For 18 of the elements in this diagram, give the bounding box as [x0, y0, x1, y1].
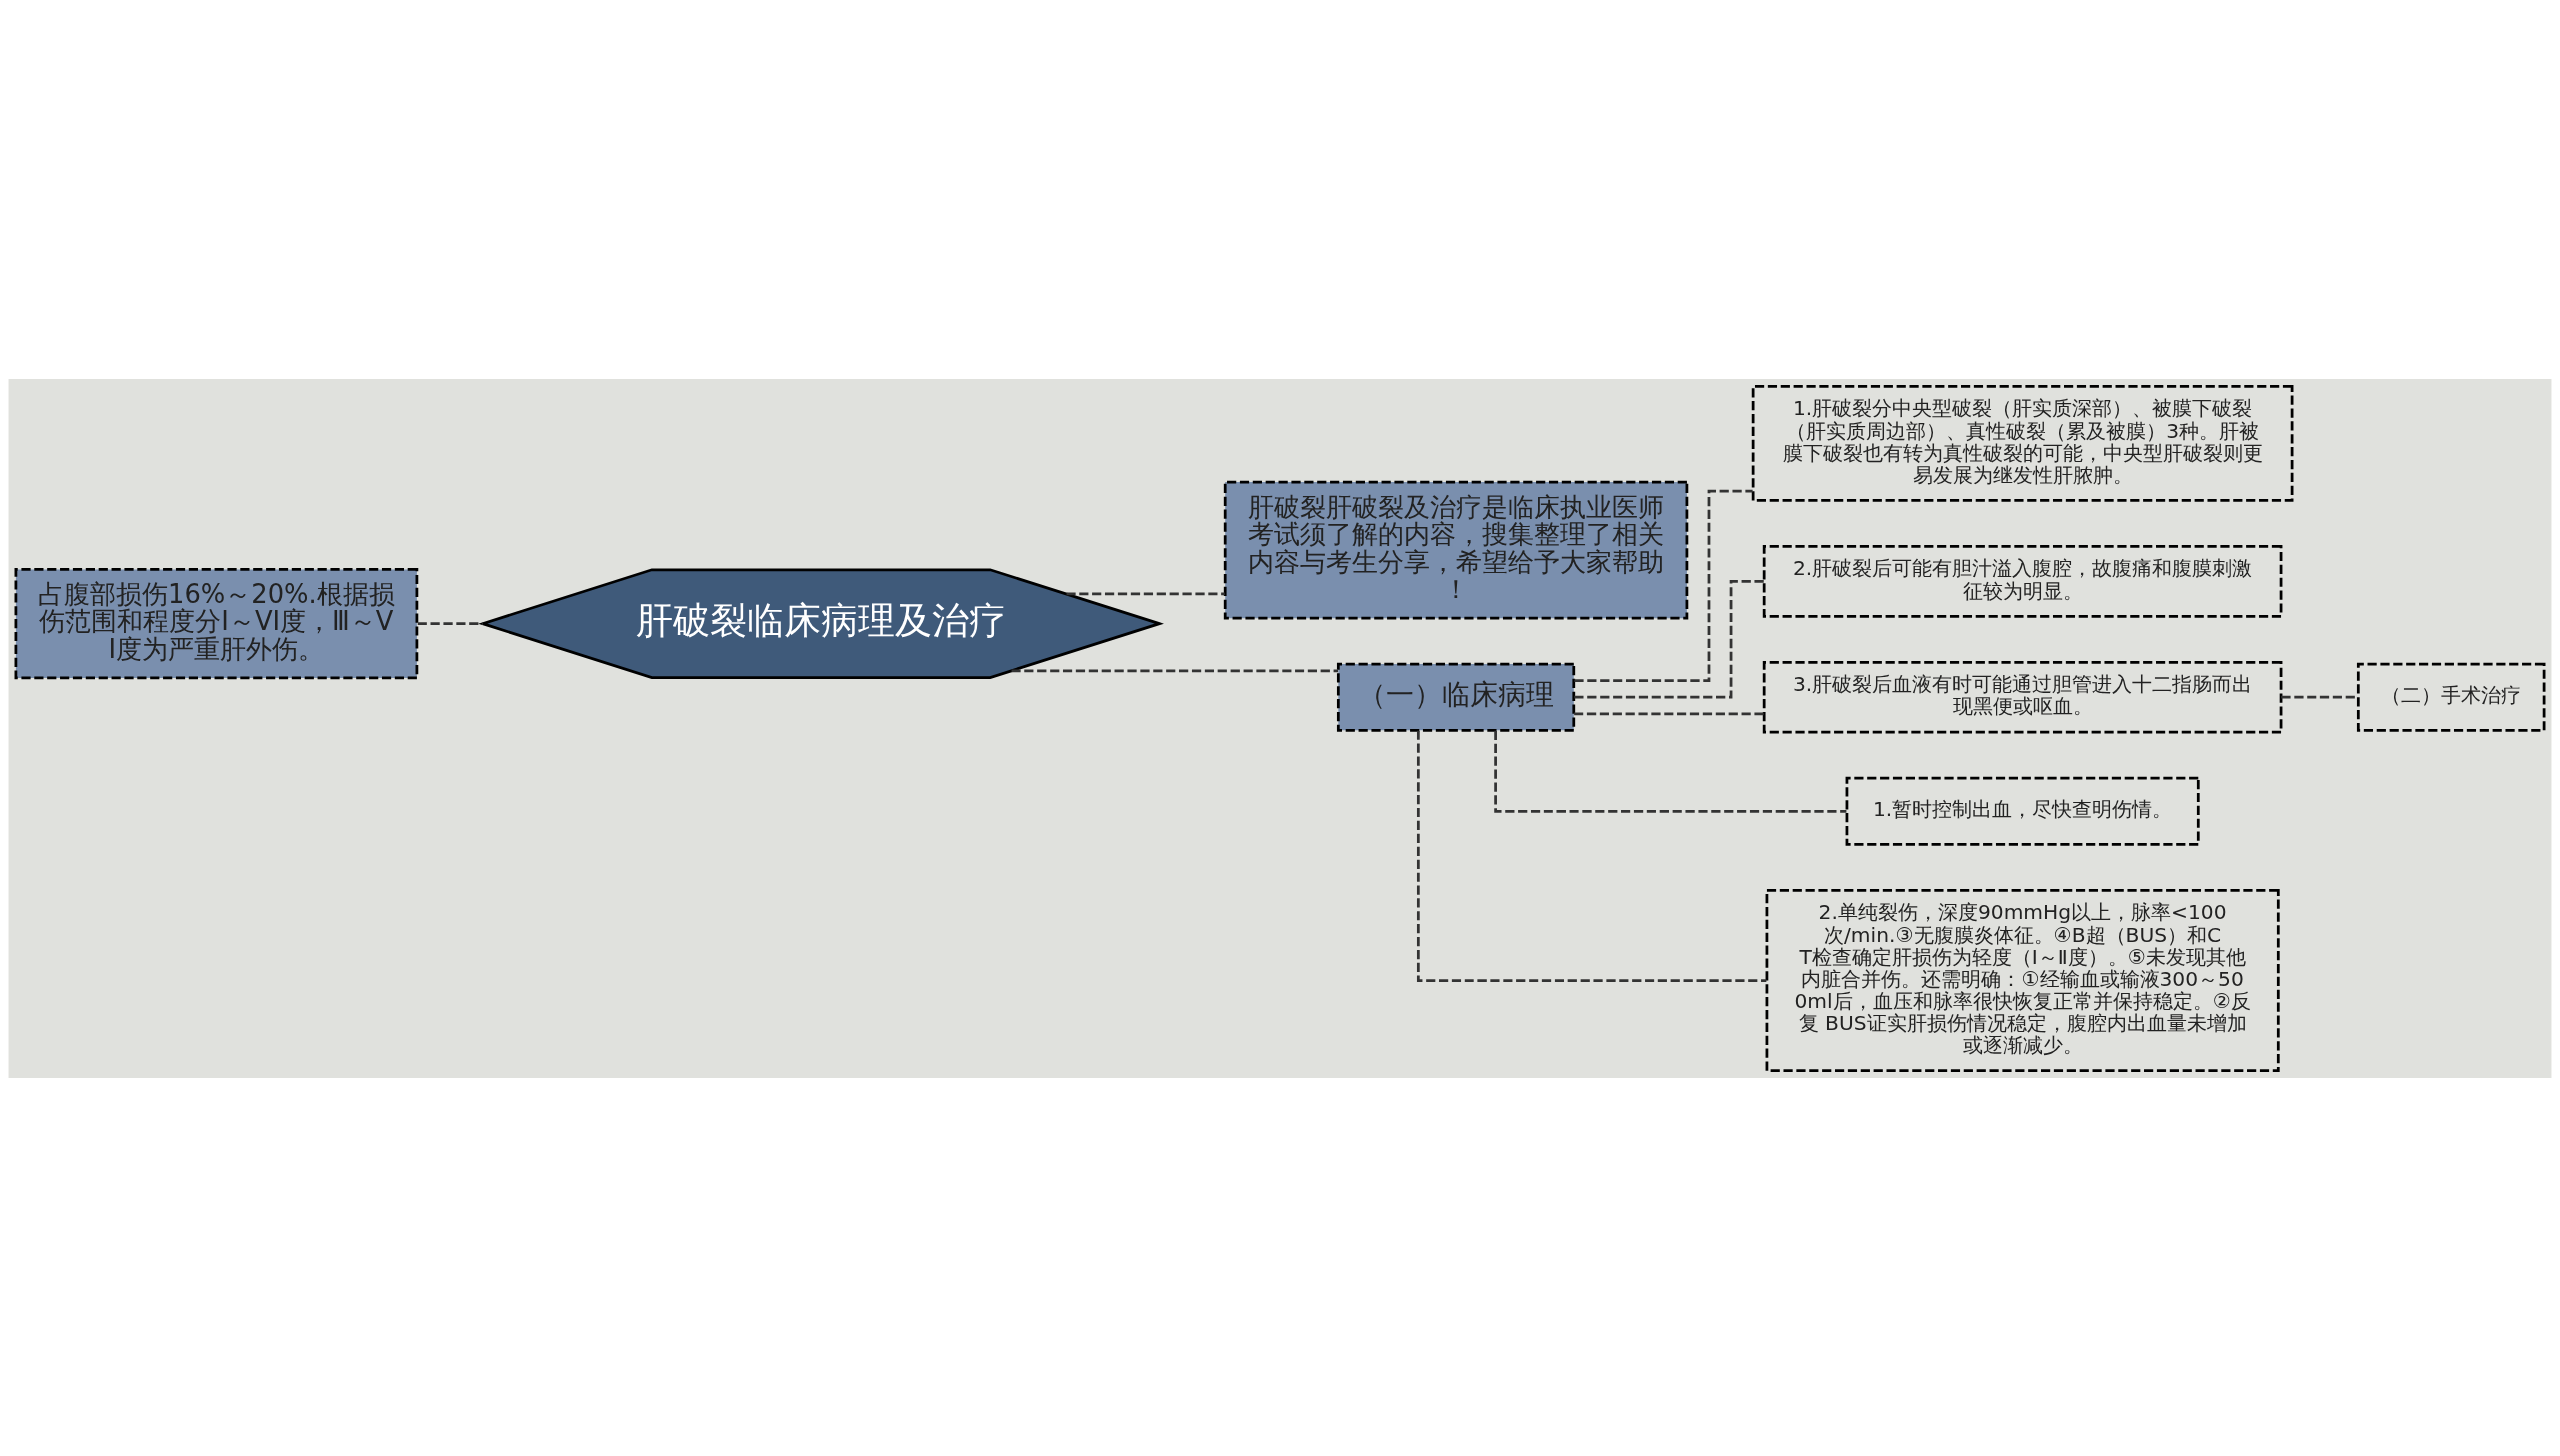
node-box: （二）手术治疗: [2356, 662, 2546, 732]
node-box: 2.单纯裂伤，深度90mmHg以上，脉率<100次/min.③无腹膜炎体征。④B超（BUS）和CT检查确定肝损伤为轻度（Ⅰ～Ⅱ度）。⑤未发现其他内脏合并伤。还需明确：①经输血或输液300～500ml后，血压和脉率很快恢复正常并保持稳定。②反复 BUS证实肝损伤情况稳定，腹腔内出血量未增加或逐渐减少。: [1765, 888, 2280, 1072]
connector: [1066, 591, 1225, 595]
connector: [1574, 489, 1753, 682]
connector: [1416, 730, 1767, 982]
node-box: 3.肝破裂后血液有时可能通过胆管进入十二指肠而出现黑便或呕血。: [1762, 660, 2283, 734]
node-box: 1.暂时控制出血，尽快查明伤情。: [1845, 776, 2200, 846]
connector: [1574, 711, 1764, 715]
node-box: （一）临床病理: [1336, 662, 1576, 732]
node-box: 占腹部损伤16%～20%.根据损伤范围和程度分Ⅰ～VI度，Ⅲ～VI度为严重肝外伤。: [14, 567, 419, 679]
connector: [1494, 730, 1847, 813]
connector: [417, 621, 483, 625]
connector: [1574, 579, 1764, 699]
connector: [2281, 695, 2358, 699]
connector: [1011, 669, 1339, 672]
node-box: 肝破裂肝破裂及治疗是临床执业医师考试须了解的内容，搜集整理了相关内容与考生分享，希望给予大家帮助！: [1223, 480, 1689, 619]
node-box: 2.肝破裂后可能有胆汁溢入腹腔，故腹痛和腹膜刺激征较为明显。: [1762, 544, 2283, 618]
node-box: 1.肝破裂分中央型破裂（肝实质深部）、被膜下破裂（肝实质周边部）、真性破裂（累及被膜）3种。肝被膜下破裂也有转为真性破裂的可能，中央型肝破裂则更易发展为继发性肝脓肿。: [1751, 384, 2294, 502]
